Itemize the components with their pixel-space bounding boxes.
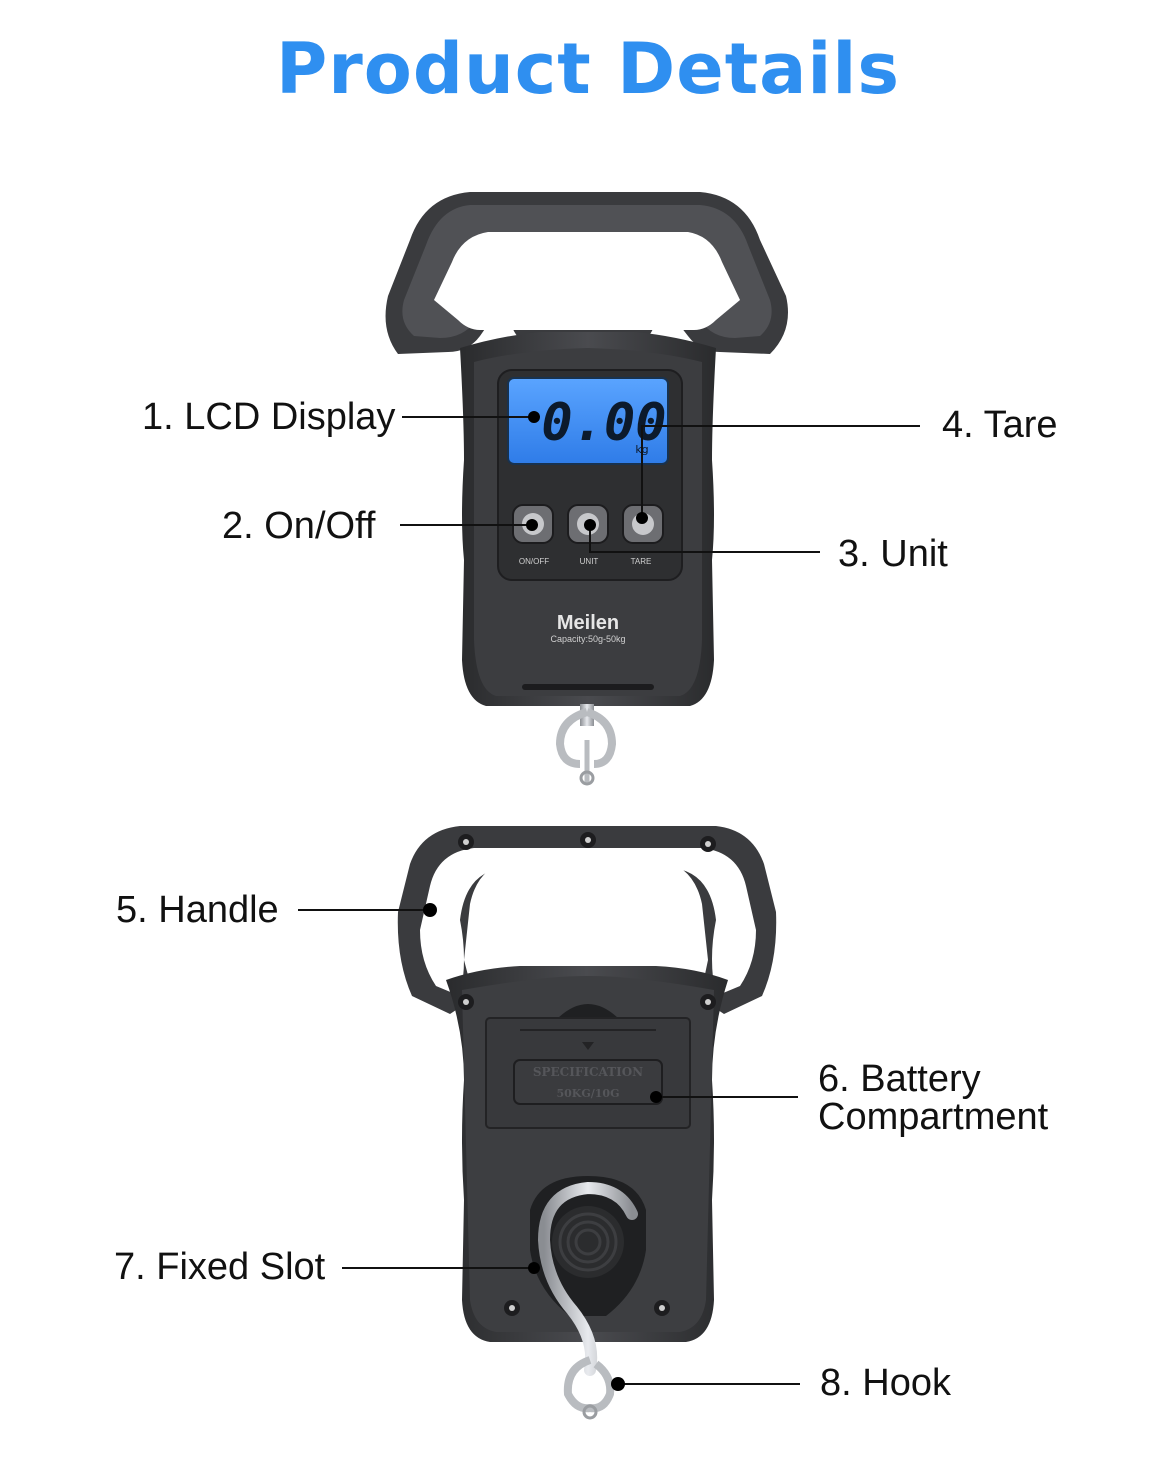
dot-hook <box>611 1377 625 1391</box>
page-title: Product Details <box>275 28 901 110</box>
front-scale: 0.00 kg ON/OFF UNIT TARE Meilen Capacity… <box>385 192 788 786</box>
leader-lines <box>298 416 920 1385</box>
dot-unit <box>584 519 596 531</box>
dot-handle <box>423 903 437 917</box>
spec-value: 50KG/10G <box>557 1087 620 1100</box>
callout-lcd-display: 1. LCD Display <box>142 396 396 438</box>
back-hook <box>537 1181 638 1420</box>
button-label-on-off: ON/OFF <box>519 557 549 566</box>
leader-dots <box>423 411 662 1391</box>
callout-on-off: 2. On/Off <box>222 505 376 547</box>
leader-tare <box>641 425 920 518</box>
dot-fixed-slot <box>528 1262 540 1274</box>
callout-battery-compartment: 6. Battery Compartment <box>818 1058 1049 1138</box>
callout-unit: 3. Unit <box>838 533 948 575</box>
callout-tare: 4. Tare <box>942 404 1058 446</box>
leader-unit <box>589 525 820 553</box>
dot-lcd-display <box>528 411 540 423</box>
brand-logo: Meilen <box>557 612 619 634</box>
lcd-screen <box>507 377 669 465</box>
dot-tare <box>636 512 648 524</box>
back-handle <box>397 826 777 1014</box>
spec-title: SPECIFICATION <box>533 1065 643 1079</box>
front-hook <box>555 704 617 786</box>
button-label-unit: UNIT <box>580 557 599 566</box>
callout-fixed-slot: 7. Fixed Slot <box>114 1246 326 1288</box>
button-tare[interactable] <box>622 504 664 544</box>
callout-handle: 5. Handle <box>116 889 279 931</box>
lcd-reading: 0.00 <box>541 393 666 453</box>
dot-battery-compartment <box>650 1091 662 1103</box>
dot-on-off <box>526 519 538 531</box>
button-label-tare: TARE <box>631 557 652 566</box>
back-scale: SPECIFICATION 50KG/10G <box>397 826 777 1420</box>
capacity-text: Capacity:50g-50kg <box>550 634 625 644</box>
callout-hook: 8. Hook <box>820 1362 951 1404</box>
